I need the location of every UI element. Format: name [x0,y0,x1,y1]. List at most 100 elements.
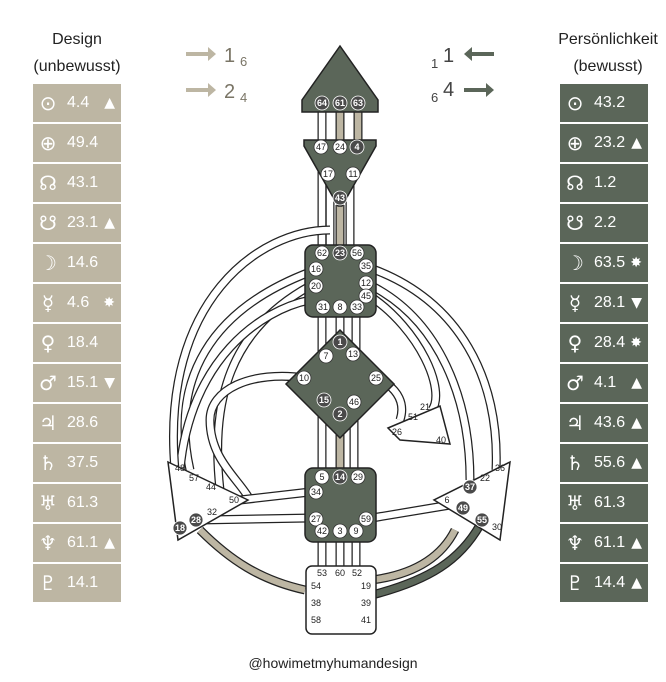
gate-label: 29 [353,472,363,482]
personality-row: ⊙43.2 [560,84,648,122]
gate-label: 57 [189,473,199,483]
design-row: ♇14.1 [33,564,121,602]
mars-icon: ♂ [39,371,57,395]
planet-value: 55.6 [594,454,626,471]
gate-circle [188,512,204,528]
gate-label: 60 [335,568,345,578]
gate-label: 7 [323,351,328,361]
triangle-down-icon: ▼ [104,375,115,391]
planet-value: 4.6 [67,294,90,311]
gate-label: 52 [352,568,362,578]
gate-circle [332,245,348,261]
gate-label: 48 [175,463,185,473]
channel-fill [197,527,306,594]
planet-value: 23.1 [67,214,99,231]
planet-value: 61.1 [594,534,626,551]
gate-label: 27 [311,514,321,524]
arrow-right-icon [186,47,216,61]
personality-row: ♂ 4.1 ▲ [560,364,648,402]
north-node-icon: ☊ [566,171,584,195]
personality-row: ♀28.4✸ [560,324,648,362]
gate-label: 54 [311,581,321,591]
planet-value: 43.6 [594,414,626,431]
planet-value: 49.4 [67,134,99,151]
heart-center [386,404,451,445]
gate-label: 30 [492,522,502,532]
personality-row: ☿28.1▼ [560,284,648,322]
triangle-up-icon: ▲ [631,375,642,391]
design-row: ⊙4.4▲ [33,84,121,122]
triangle-up-icon: ▲ [631,415,642,431]
gate-label: 12 [361,278,371,288]
gate-circle [332,95,348,111]
jupiter-icon: ♃ [39,411,57,435]
design-row: ♀18.4 [33,324,121,362]
gate-label: 17 [323,169,333,179]
gate-label: 24 [335,142,345,152]
design-row: ☊43.1 [33,164,121,202]
triangle-up-icon: ▲ [631,535,642,551]
personality-row: ⊕23.2▲ [560,124,648,162]
gate-label: 3 [337,526,342,536]
gate-label: 36 [495,463,505,473]
personality-row: ♄55.6▲ [560,444,648,482]
planet-value: 37.5 [67,454,99,471]
gate-circle [313,139,329,155]
mars-icon: ♂ [566,371,584,395]
channel-fill [176,296,311,471]
gate-label: 33 [352,302,362,312]
gate-circle [358,258,374,274]
channel [371,527,460,585]
planet-value: 15.1 [67,374,99,391]
personality-row: ♇14.4▲ [560,564,648,602]
gate-label: 18 [175,523,185,533]
gate-label: 16 [311,264,321,274]
planet-value: 61.1 [67,534,99,551]
gate-label: 46 [349,397,359,407]
variable-subvalue: 6 [431,90,438,105]
gate-label: 20 [311,281,321,291]
sun-icon: ⊙ [39,91,57,115]
channel-fill [206,373,307,502]
gate-circle [332,139,348,155]
gate-label: 51 [408,412,418,422]
planet-value: 4.4 [67,94,90,111]
planet-value: 61.3 [594,494,626,511]
gate-circle [308,484,324,500]
gate-label: 34 [311,487,321,497]
arrow-right-icon [186,83,216,97]
personality-title: Persönlichkeit (bewusst) [550,26,666,80]
design-title-line1: Design [52,31,102,48]
gate-label: 26 [392,427,402,437]
triangle-up-icon: ▲ [631,135,642,151]
sun-icon: ⊙ [566,91,584,115]
gate-circle [320,166,336,182]
saturn-icon: ♄ [566,451,584,475]
design-row: ♅61.3 [33,484,121,522]
footer-handle: @howimetmyhumandesign [248,655,418,671]
south-node-icon: ☋ [39,211,57,235]
venus-icon: ♀ [40,331,56,355]
variable-subvalue: 6 [240,54,247,69]
gate-label: 22 [480,473,490,483]
design-row: ♂ 15.1 ▼ [33,364,121,402]
planet-value: 63.5 [594,254,626,271]
gate-circle [332,299,348,315]
channel-fill [199,514,311,524]
gate-circle [296,370,312,386]
gate-label: 32 [207,507,217,517]
planet-value: 28.6 [67,414,99,431]
gate-label: 38 [311,598,321,608]
saturn-icon: ♄ [39,451,57,475]
design-title-line2: (unbewusst) [33,58,121,75]
gate-label: 64 [317,98,327,108]
personality-row: ☊1.2 [560,164,648,202]
gate-circle [332,190,348,206]
gate-circle [332,406,348,422]
venus-icon: ♀ [567,331,583,355]
planet-value: 4.1 [594,374,617,391]
gate-label: 47 [316,142,326,152]
personality-title-line2: (bewusst) [573,58,643,75]
channel-fill [371,523,483,599]
